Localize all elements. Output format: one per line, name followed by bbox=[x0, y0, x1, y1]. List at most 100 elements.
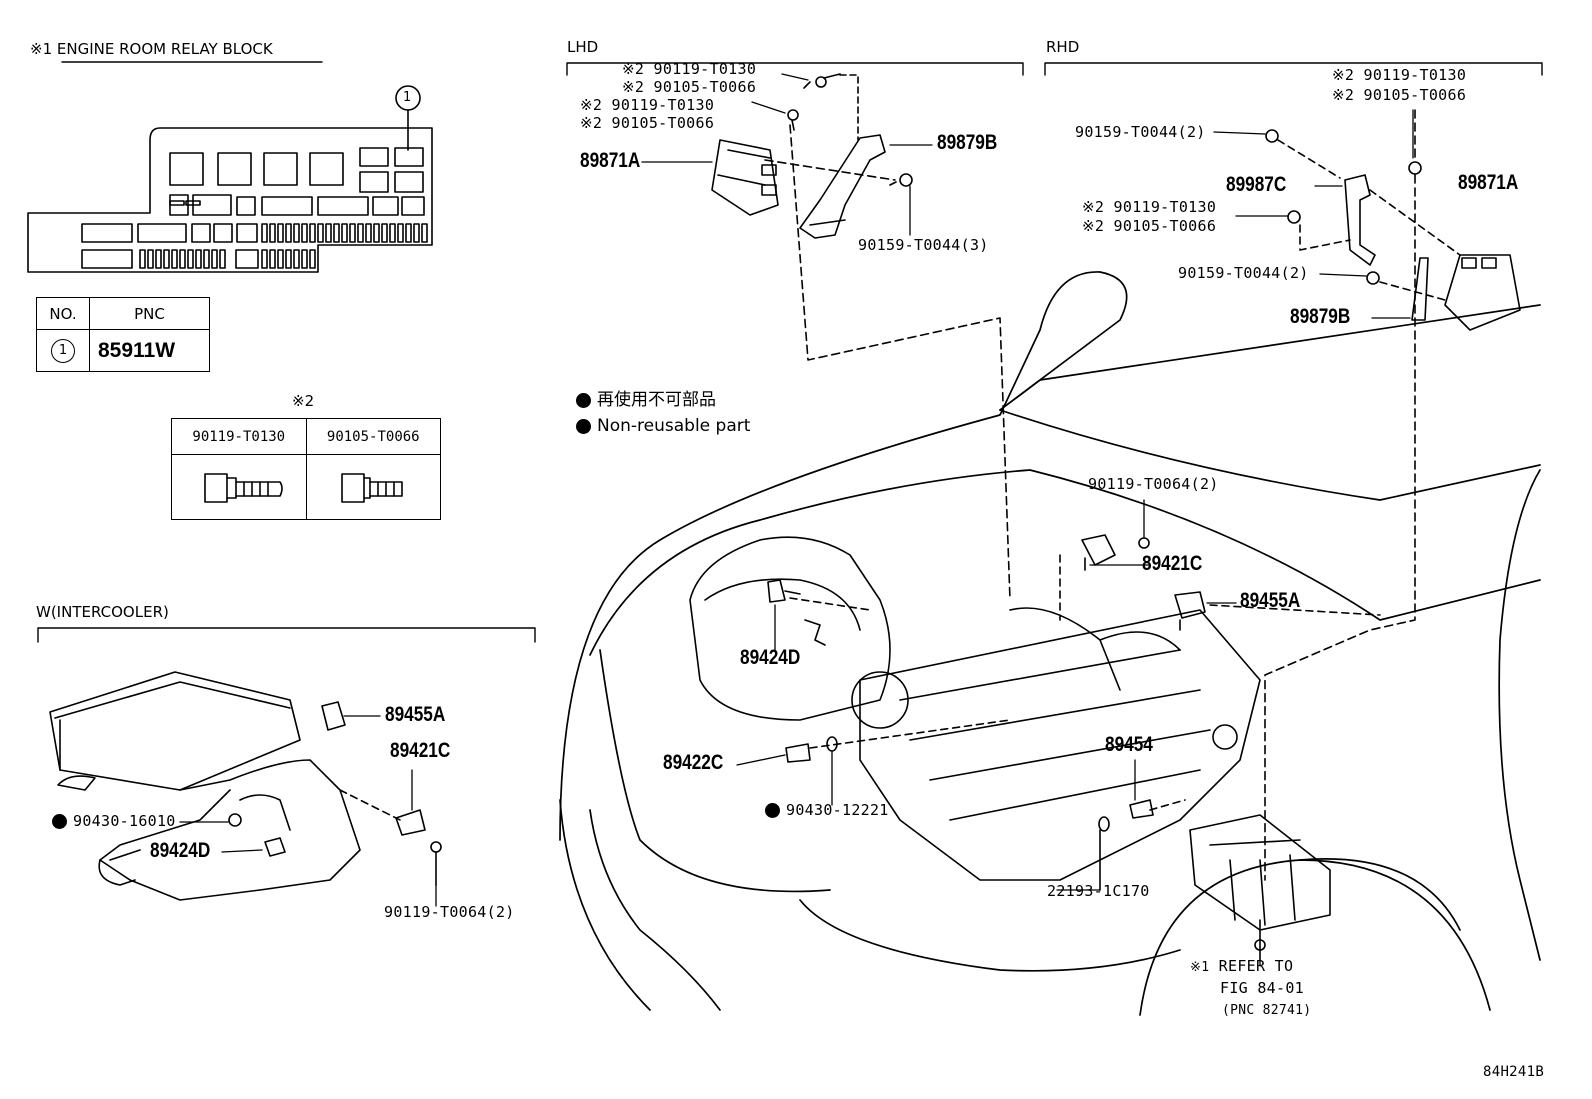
lhd-parts-drawing bbox=[711, 73, 1011, 601]
lhd-bolt-b2: ※2 90105-T0066 bbox=[580, 114, 715, 132]
refer-mark: ※1 bbox=[1190, 960, 1210, 975]
fuse-slot bbox=[421, 223, 428, 243]
row-no-cell: 1 bbox=[36, 329, 90, 372]
bolt-col1-header: 90119-T0130 bbox=[171, 418, 307, 455]
figure-id: 84H241B bbox=[1483, 1064, 1545, 1080]
relay-pnc-table: NO. PNC 1 85911W bbox=[36, 297, 210, 372]
rhd-bolt-b2: ※2 90105-T0066 bbox=[1082, 217, 1217, 235]
engine-gasket-label: 90430-12221 bbox=[765, 803, 889, 818]
fuse-slot bbox=[163, 249, 170, 269]
bolt-table-mark: ※2 bbox=[292, 392, 315, 410]
fuse-slot bbox=[413, 223, 420, 243]
fuse-slot bbox=[301, 249, 308, 269]
bolt-col2-picture-cell bbox=[305, 454, 441, 520]
nonreusable-dot-icon bbox=[765, 803, 780, 818]
fuse-slot bbox=[389, 223, 396, 243]
section-brackets bbox=[37, 61, 1543, 643]
engine-drawing bbox=[689, 536, 1331, 961]
rhd-bolt-top: 90159-T0044(2) bbox=[1075, 123, 1206, 141]
rhd-ecu-label: 89871A bbox=[1458, 171, 1519, 194]
fuse-slot bbox=[373, 223, 380, 243]
fuse-slot bbox=[203, 249, 210, 269]
fuse-slot bbox=[357, 223, 364, 243]
section-rhd: RHD bbox=[1046, 38, 1080, 56]
fuse-slot bbox=[381, 223, 388, 243]
nonreusable-dot-icon bbox=[576, 392, 591, 408]
bolt-col1-picture-cell bbox=[171, 454, 307, 520]
fuse-slot bbox=[317, 223, 324, 243]
bolt-col2-header: 90105-T0066 bbox=[305, 418, 441, 455]
col-pnc-header: PNC bbox=[89, 297, 210, 330]
leader-lines bbox=[179, 73, 1414, 966]
lhd-bolt-b1: ※2 90119-T0130 bbox=[580, 96, 715, 114]
col-no-header: NO. bbox=[36, 297, 90, 330]
fuse-slot bbox=[277, 223, 284, 243]
engine-sensor-22c-label: 89422C bbox=[663, 751, 724, 774]
section-lhd: LHD bbox=[567, 38, 599, 56]
relay-block-title-text: ENGINE ROOM RELAY BLOCK bbox=[56, 40, 273, 58]
fuse-row bbox=[139, 200, 428, 269]
fuse-slot bbox=[171, 249, 178, 269]
fuse-slot bbox=[139, 249, 146, 269]
refer-line-2: FIG 84-01 bbox=[1220, 979, 1304, 997]
rhd-bracket-c-label: 89987C bbox=[1226, 173, 1287, 196]
rhd-bolt-a1: ※2 90119-T0130 bbox=[1332, 66, 1467, 84]
lhd-bracket-label: 89879B bbox=[937, 131, 998, 154]
bolt-table: 90119-T0130 90105-T0066 bbox=[171, 418, 441, 520]
engine-gasket-text: 90430-12221 bbox=[786, 801, 889, 819]
engine-sensor-d-label: 89424D bbox=[740, 646, 801, 669]
ic-gasket-text: 90430-16010 bbox=[73, 812, 176, 830]
fuse-slot bbox=[211, 249, 218, 269]
ic-sensor-d-label: 89424D bbox=[150, 839, 211, 862]
rhd-bolt-b1: ※2 90119-T0130 bbox=[1082, 198, 1217, 216]
ic-bolt-label: 90119-T0064(2) bbox=[384, 903, 515, 921]
fuse-slot bbox=[187, 249, 194, 269]
rhd-parts-drawing bbox=[1264, 109, 1521, 881]
fuse-slot bbox=[169, 200, 185, 206]
relay-block-drawing bbox=[27, 85, 433, 273]
fuse-slot bbox=[301, 223, 308, 243]
fuse-slot bbox=[269, 249, 276, 269]
fuse-slot bbox=[277, 249, 284, 269]
row-no-circle: 1 bbox=[51, 338, 75, 363]
section-intercooler: W(INTERCOOLER) bbox=[36, 603, 169, 621]
fuse-slot bbox=[293, 249, 300, 269]
nonreusable-dot-icon bbox=[52, 814, 67, 829]
rhd-bracket-b-label: 89879B bbox=[1290, 305, 1351, 328]
relay-block-callout: 1 bbox=[403, 90, 412, 105]
ic-sensor-a-label: 89455A bbox=[385, 703, 446, 726]
relay-block-title: ※1 ENGINE ROOM RELAY BLOCK bbox=[30, 42, 273, 57]
relay-block-title-mark: ※1 bbox=[30, 40, 53, 58]
ic-sensor-c-label: 89421C bbox=[390, 739, 451, 762]
fuse-slot bbox=[405, 223, 412, 243]
fuse-slot bbox=[261, 249, 268, 269]
refer-line-1: ※1 REFER TO bbox=[1190, 957, 1294, 975]
fuse-slot bbox=[285, 223, 292, 243]
fuse-slot bbox=[195, 249, 202, 269]
fuse-slot bbox=[285, 249, 292, 269]
engine-sensor-c-label: 89421C bbox=[1142, 552, 1203, 575]
lhd-ecu-label: 89871A bbox=[580, 149, 641, 172]
rhd-bolt-mid: 90159-T0044(2) bbox=[1178, 264, 1309, 282]
legend-jp-text: 再使用不可部品 bbox=[597, 390, 716, 410]
legend-jp: 再使用不可部品 bbox=[576, 392, 716, 409]
fuse-slot bbox=[309, 249, 316, 269]
fuse-slot bbox=[397, 223, 404, 243]
lhd-bolt-a2: ※2 90105-T0066 bbox=[622, 78, 757, 96]
rhd-bolt-a2: ※2 90105-T0066 bbox=[1332, 86, 1467, 104]
fuse-slot bbox=[185, 200, 201, 206]
row-pnc-cell: 85911W bbox=[89, 329, 210, 372]
lhd-bolt-label: 90159-T0044(3) bbox=[858, 236, 989, 254]
nonreusable-dot-icon bbox=[576, 418, 591, 434]
fuse-slot bbox=[269, 223, 276, 243]
fuse-slot bbox=[349, 223, 356, 243]
fuse-slot bbox=[179, 249, 186, 269]
refer-text-1: REFER TO bbox=[1218, 957, 1294, 975]
engine-bolt-label: 90119-T0064(2) bbox=[1088, 475, 1219, 493]
fuse-slot bbox=[155, 249, 162, 269]
ic-gasket-label: 90430-16010 bbox=[52, 814, 176, 829]
fuse-slot bbox=[333, 223, 340, 243]
legend-en: Non-reusable part bbox=[576, 418, 750, 435]
fuse-slot bbox=[309, 223, 316, 243]
